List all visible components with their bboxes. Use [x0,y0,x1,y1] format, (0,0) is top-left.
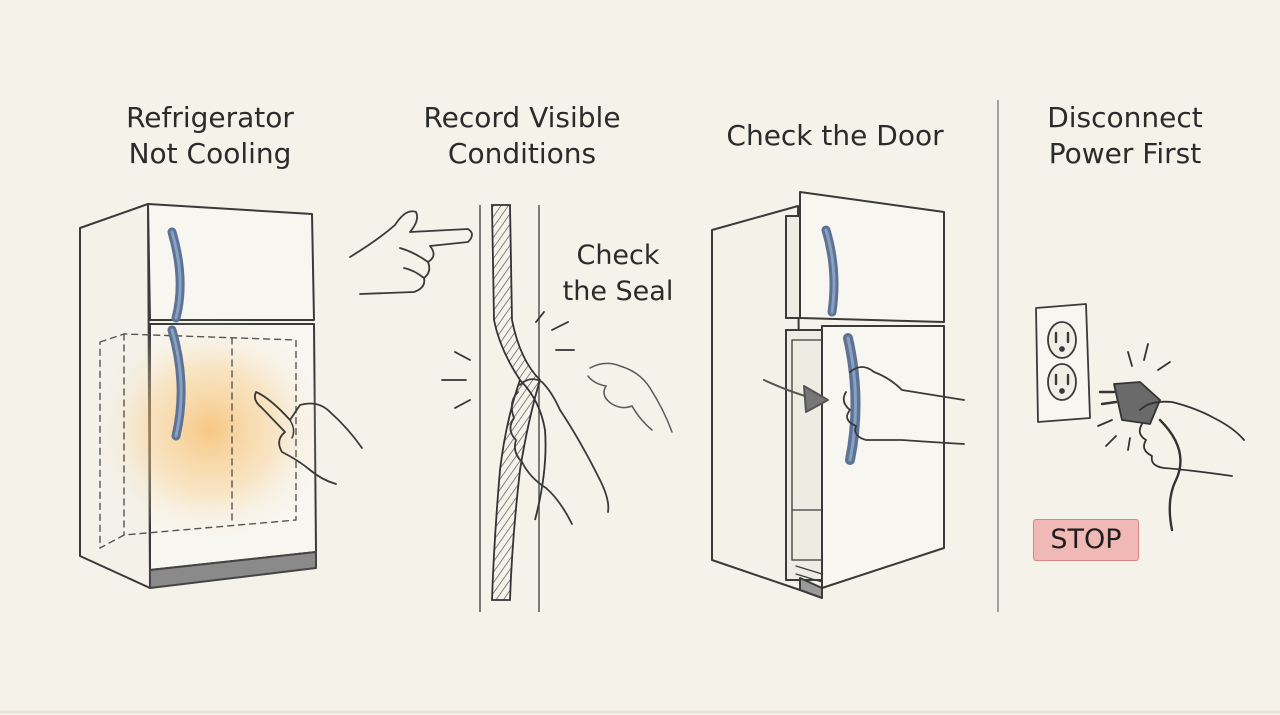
panel-2-title-line1: Record Visible [423,101,621,134]
panel-1-title-line2: Not Cooling [128,137,292,170]
wall-outlet-icon [1035,303,1091,423]
seal-label: Check the Seal [548,238,688,310]
door-gasket-icon [441,204,673,612]
panel-2-title-line2: Conditions [447,137,597,170]
seal-label-line1: Check [576,240,660,271]
panel-1-title: Refrigerator Not Cooling [80,100,340,172]
open-door-icon [711,191,965,599]
panel-4-title: Disconnect Power First [1010,100,1240,172]
panel-4-title-line2: Power First [1048,137,1202,170]
panel-1-title-line1: Refrigerator [126,101,294,134]
pointing-hand-icon [349,210,473,295]
seal-label-line2: the Seal [562,276,674,307]
fridge-not-cooling-icon [79,203,363,589]
panel-4-title-line1: Disconnect [1047,101,1203,134]
stop-badge: STOP [1033,519,1139,561]
panel-2-title: Record Visible Conditions [392,100,652,172]
panel-3-title: Check the Door [700,118,970,154]
plug-icon [1097,343,1245,532]
panel-3-title-line1: Check the Door [726,119,944,152]
